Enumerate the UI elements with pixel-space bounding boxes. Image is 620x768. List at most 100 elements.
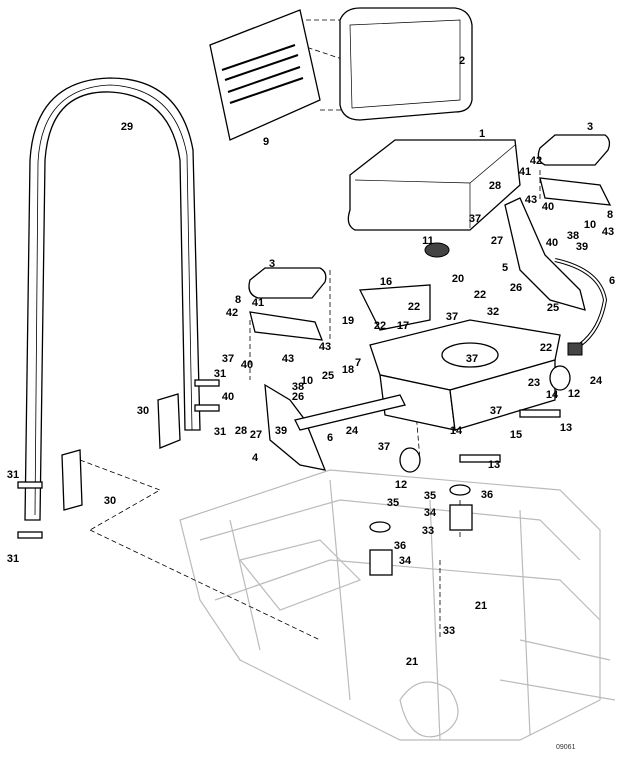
- callout-10: 10: [584, 219, 596, 231]
- armrest-right: [537, 134, 611, 166]
- rail-left: [294, 394, 406, 431]
- callout-32: 32: [487, 306, 499, 318]
- callout-14: 14: [546, 389, 559, 401]
- callout-37: 37: [466, 353, 478, 365]
- callout-39: 39: [576, 241, 588, 253]
- callout-26: 26: [292, 391, 304, 403]
- callout-35: 35: [387, 497, 399, 509]
- callout-25: 25: [322, 370, 334, 382]
- springs: [369, 484, 473, 576]
- callout-12: 12: [395, 479, 407, 491]
- callout-40: 40: [241, 359, 253, 371]
- callout-8: 8: [235, 294, 241, 306]
- back-cushion: [339, 7, 473, 121]
- callout-36: 36: [481, 489, 493, 501]
- callout-36: 36: [394, 540, 406, 552]
- callout-4: 4: [252, 452, 259, 464]
- callout-39: 39: [275, 425, 287, 437]
- belt-buckle: [567, 342, 583, 356]
- callout-22: 22: [474, 289, 486, 301]
- bolts: [17, 379, 220, 539]
- armrest-bracket-left: [249, 311, 323, 341]
- callout-35: 35: [424, 490, 436, 502]
- callout-29: 29: [121, 121, 133, 133]
- callout-28: 28: [489, 180, 501, 192]
- mount-plate-lower: [61, 449, 83, 511]
- callout-33: 33: [443, 625, 455, 637]
- callout-30: 30: [137, 405, 149, 417]
- callout-28: 28: [235, 425, 247, 437]
- mower-frame: [179, 469, 616, 741]
- adjust-knob: [424, 242, 450, 258]
- callout-5: 5: [502, 262, 508, 274]
- callout-6: 6: [327, 432, 333, 444]
- isolator: [399, 447, 421, 473]
- callout-42: 42: [530, 155, 542, 167]
- rod-13: [459, 454, 501, 463]
- callout-31: 31: [214, 426, 226, 438]
- callout-22: 22: [408, 301, 420, 313]
- callout-43: 43: [319, 341, 331, 353]
- callout-37: 37: [222, 353, 234, 365]
- callout-37: 37: [378, 441, 390, 453]
- callout-23: 23: [528, 377, 540, 389]
- callout-1: 1: [479, 128, 485, 140]
- callout-30: 30: [104, 495, 116, 507]
- callout-40: 40: [546, 237, 558, 249]
- side-plate-right: [504, 197, 586, 311]
- callout-26: 26: [510, 282, 522, 294]
- armrest-bracket-right: [539, 177, 612, 206]
- callout-37: 37: [490, 405, 502, 417]
- callout-19: 19: [342, 315, 354, 327]
- callout-7: 7: [355, 357, 361, 369]
- callout-34: 34: [424, 507, 437, 519]
- callout-3: 3: [587, 121, 593, 133]
- callout-27: 27: [250, 429, 262, 441]
- callout-2: 2: [459, 55, 465, 67]
- callout-21: 21: [406, 656, 418, 668]
- callout-13: 13: [488, 459, 500, 471]
- callout-40: 40: [222, 391, 234, 403]
- seat-cushion: [347, 139, 521, 231]
- callout-16: 16: [380, 276, 392, 288]
- callout-38: 38: [292, 381, 304, 393]
- armrest-left: [248, 267, 327, 299]
- callout-17: 17: [397, 320, 409, 332]
- callout-43: 43: [525, 194, 537, 206]
- callout-24: 24: [346, 425, 359, 437]
- callout-10: 10: [301, 375, 313, 387]
- callout-31: 31: [7, 553, 19, 565]
- callout-21: 21: [475, 600, 487, 612]
- callout-11: 11: [422, 235, 434, 247]
- callout-37: 37: [469, 213, 481, 225]
- back-plate: [209, 9, 321, 141]
- callout-41: 41: [252, 297, 264, 309]
- callout-15: 15: [510, 429, 522, 441]
- callout-31: 31: [7, 469, 19, 481]
- side-plate-left: [264, 383, 327, 471]
- callout-20: 20: [452, 273, 464, 285]
- roll-bar: [24, 77, 201, 521]
- callout-43: 43: [282, 353, 294, 365]
- callout-18: 18: [342, 364, 354, 376]
- callout-33: 33: [422, 525, 434, 537]
- callout-34: 34: [399, 555, 412, 567]
- callout-22: 22: [540, 342, 552, 354]
- callout-38: 38: [567, 230, 579, 242]
- seat-suspension-frame: [358, 284, 431, 331]
- drawing-number: 09061: [556, 744, 576, 751]
- callout-25: 25: [547, 302, 559, 314]
- callout-12: 12: [568, 388, 580, 400]
- callout-41: 41: [519, 166, 531, 178]
- mount-plate-upper: [157, 393, 181, 449]
- callout-14: 14: [450, 425, 463, 437]
- callout-27: 27: [491, 235, 503, 247]
- callout-22: 22: [374, 320, 386, 332]
- callout-42: 42: [226, 307, 238, 319]
- callout-6: 6: [609, 275, 615, 287]
- callout-9: 9: [263, 136, 269, 148]
- callout-31: 31: [214, 368, 226, 380]
- callout-24: 24: [590, 375, 603, 387]
